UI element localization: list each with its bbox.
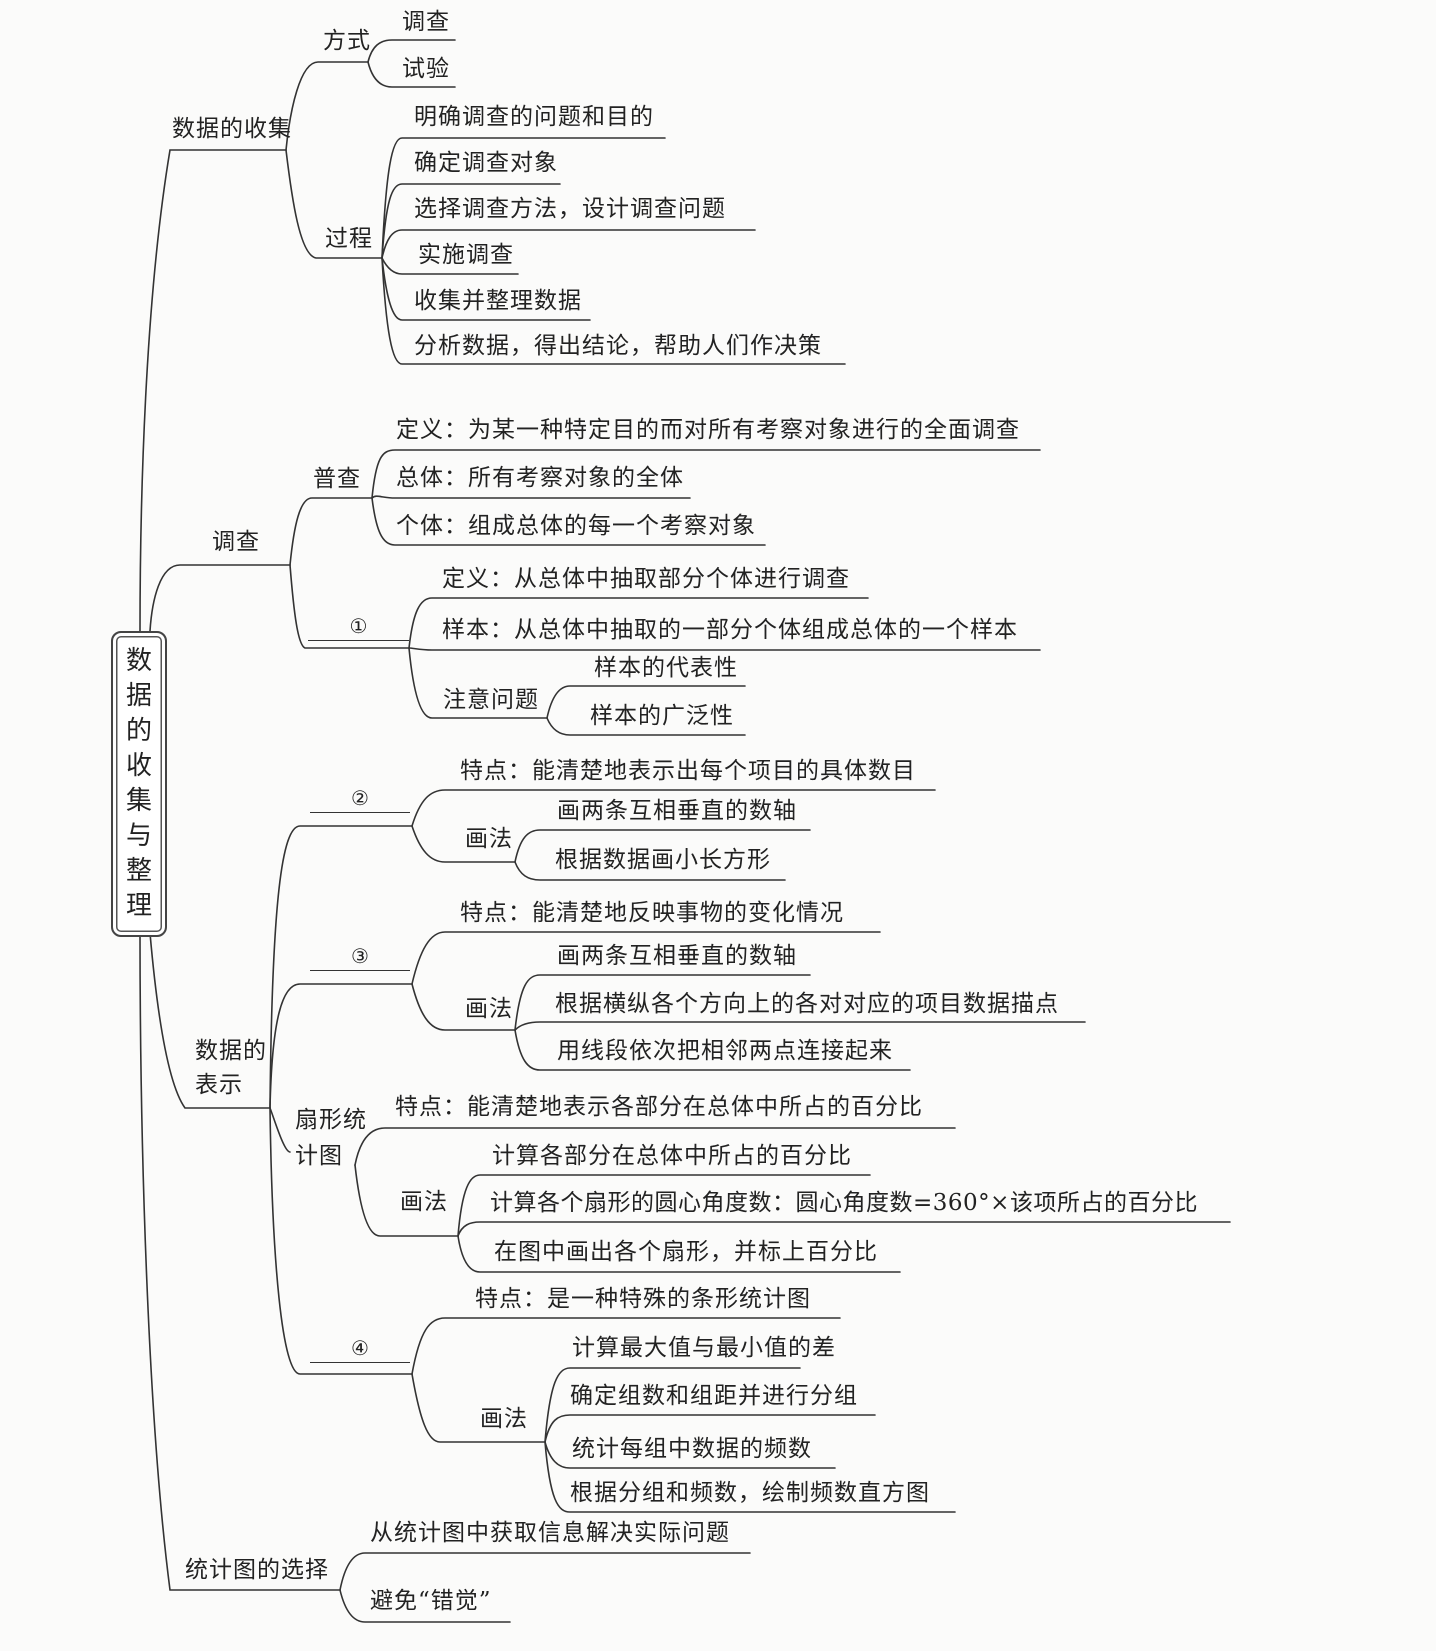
method-item: 试验 — [402, 56, 450, 82]
notes-item: 样本的代表性 — [594, 655, 738, 681]
process-item: 实施调查 — [418, 242, 514, 268]
branch-collect-label: 数据的收集 — [172, 116, 292, 142]
root-char: 数 — [125, 646, 152, 676]
census-item: 总体：所有考察对象的全体 — [396, 465, 684, 491]
sample-item: 样本：从总体中抽取的一部分个体组成总体的一个样本 — [442, 617, 1018, 643]
root-char: 据 — [125, 681, 152, 711]
line-method-item: 用线段依次把相邻两点连接起来 — [557, 1038, 893, 1064]
notes-label: 注意问题 — [443, 687, 539, 713]
process-item: 选择调查方法，设计调查问题 — [414, 196, 726, 222]
histogram-method-item: 统计每组中数据的频数 — [572, 1436, 812, 1462]
bar-method-label: 画法 — [465, 826, 513, 852]
census-label: 普查 — [313, 466, 361, 492]
blank-1: ① — [308, 614, 409, 641]
method-label: 方式 — [323, 28, 371, 54]
method-item: 调查 — [402, 9, 450, 35]
choose-item: 从统计图中获取信息解决实际问题 — [370, 1520, 730, 1546]
histogram-method-label: 画法 — [480, 1406, 528, 1432]
blank-3: ③ — [310, 944, 410, 971]
line-method-item: 根据横纵各个方向上的各对对应的项目数据描点 — [555, 991, 1059, 1017]
sample-item: 定义：从总体中抽取部分个体进行调查 — [442, 566, 850, 592]
pie-feature: 特点：能清楚地表示各部分在总体中所占的百分比 — [395, 1094, 923, 1120]
line-method-label: 画法 — [465, 996, 513, 1022]
root-char: 的 — [125, 716, 152, 746]
process-item: 确定调查对象 — [414, 150, 558, 176]
root-char: 理 — [125, 891, 152, 921]
bar-method-item: 根据数据画小长方形 — [555, 847, 771, 873]
root-char: 与 — [125, 821, 152, 851]
pie-label: 扇形统 — [295, 1107, 367, 1133]
pie-method-label: 画法 — [400, 1189, 448, 1215]
notes-item: 样本的广泛性 — [590, 703, 734, 729]
root-char: 整 — [125, 856, 152, 886]
histogram-method-item: 确定组数和组距并进行分组 — [570, 1383, 858, 1409]
branch-represent-label: 数据的 — [195, 1038, 267, 1064]
histogram-method-item: 计算最大值与最小值的差 — [572, 1335, 836, 1361]
process-item: 收集并整理数据 — [414, 288, 582, 314]
branch-survey-label: 调查 — [212, 529, 260, 555]
root-char: 集 — [125, 786, 152, 816]
pie-method-item: 计算各部分在总体中所占的百分比 — [492, 1143, 852, 1169]
histogram-method-item: 根据分组和频数，绘制频数直方图 — [570, 1480, 930, 1506]
pie-label: 计图 — [295, 1143, 343, 1169]
process-label: 过程 — [325, 226, 373, 252]
pie-method-item: 在图中画出各个扇形，并标上百分比 — [494, 1239, 878, 1265]
branch-represent-label: 表示 — [195, 1072, 243, 1098]
root-node: 数 据 的 收 集 与 整 理 — [111, 631, 167, 937]
choose-item: 避免“错觉” — [370, 1588, 492, 1614]
line-method-item: 画两条互相垂直的数轴 — [557, 943, 797, 969]
bar-feature: 特点：能清楚地表示出每个项目的具体数目 — [460, 758, 916, 784]
process-item: 明确调查的问题和目的 — [414, 104, 654, 130]
line-feature: 特点：能清楚地反映事物的变化情况 — [460, 900, 844, 926]
blank-4: ④ — [310, 1336, 410, 1363]
histogram-feature: 特点：是一种特殊的条形统计图 — [475, 1286, 811, 1312]
root-char: 收 — [125, 751, 152, 781]
census-item: 定义：为某一种特定目的而对所有考察对象进行的全面调查 — [396, 417, 1020, 443]
bar-method-item: 画两条互相垂直的数轴 — [557, 798, 797, 824]
blank-2: ② — [310, 786, 410, 813]
pie-method-item: 计算各个扇形的圆心角度数：圆心角度数=360°×该项所占的百分比 — [490, 1190, 1198, 1216]
census-item: 个体：组成总体的每一个考察对象 — [396, 513, 756, 539]
process-item: 分析数据，得出结论，帮助人们作决策 — [414, 333, 822, 359]
branch-choose-label: 统计图的选择 — [185, 1557, 329, 1583]
